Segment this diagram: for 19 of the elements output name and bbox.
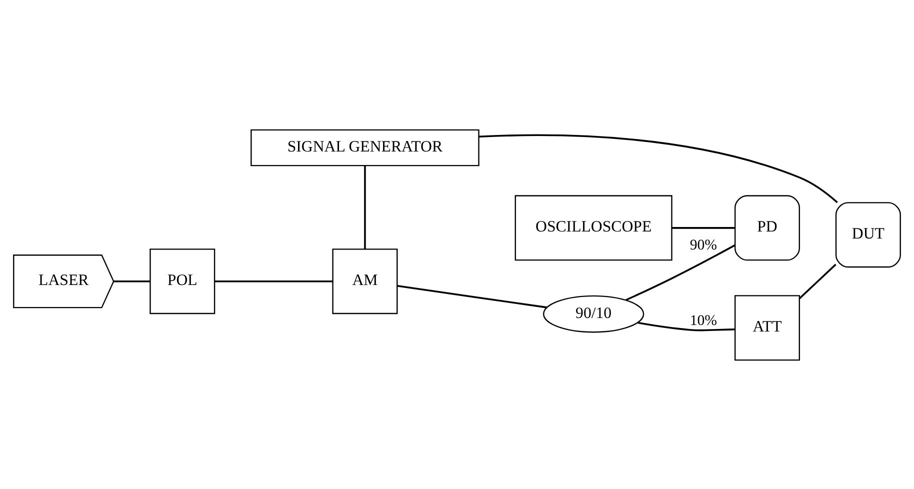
connector xyxy=(114,280,150,282)
node-box: DUT xyxy=(835,202,901,268)
connector xyxy=(798,263,836,299)
connector xyxy=(672,226,735,228)
node-box: AM xyxy=(332,248,398,314)
connector xyxy=(397,284,547,308)
node-box: ATT xyxy=(734,294,800,360)
edge-label: 90% xyxy=(690,237,718,254)
connector xyxy=(626,244,736,300)
node-box: PD xyxy=(734,194,800,260)
node-ellipse: 90/10 xyxy=(543,294,644,332)
node-box: POL xyxy=(150,248,216,314)
edge-label: 10% xyxy=(690,312,718,328)
connector xyxy=(214,280,333,282)
node-box: SIGNAL GENERATOR xyxy=(250,128,480,166)
connector xyxy=(364,165,366,248)
connector xyxy=(638,321,735,331)
node-box: OSCILLOSCOPE xyxy=(514,194,672,260)
connector xyxy=(478,134,838,203)
